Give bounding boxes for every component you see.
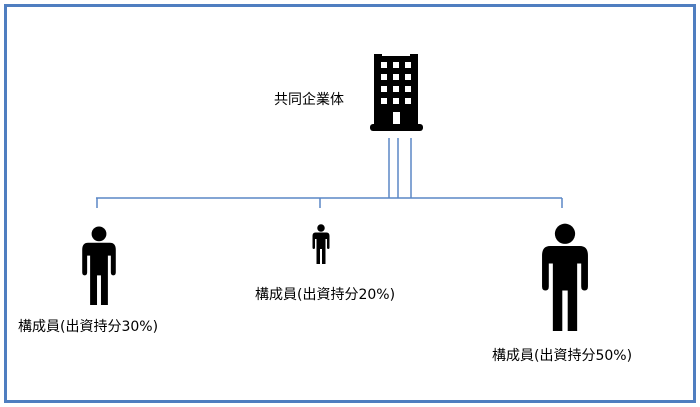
member-label-20: 構成員(出資持分20%)	[255, 287, 396, 303]
person-icon	[82, 226, 116, 305]
person-icon	[542, 223, 588, 331]
member-label-50: 構成員(出資持分50%)	[492, 348, 633, 364]
office-building-icon	[370, 53, 423, 131]
member-label-30: 構成員(出資持分30%)	[18, 319, 159, 335]
person-icon	[312, 224, 330, 264]
diagram-frame	[4, 4, 696, 403]
connector-lines	[96, 138, 563, 208]
parent-label: 共同企業体	[274, 92, 344, 108]
